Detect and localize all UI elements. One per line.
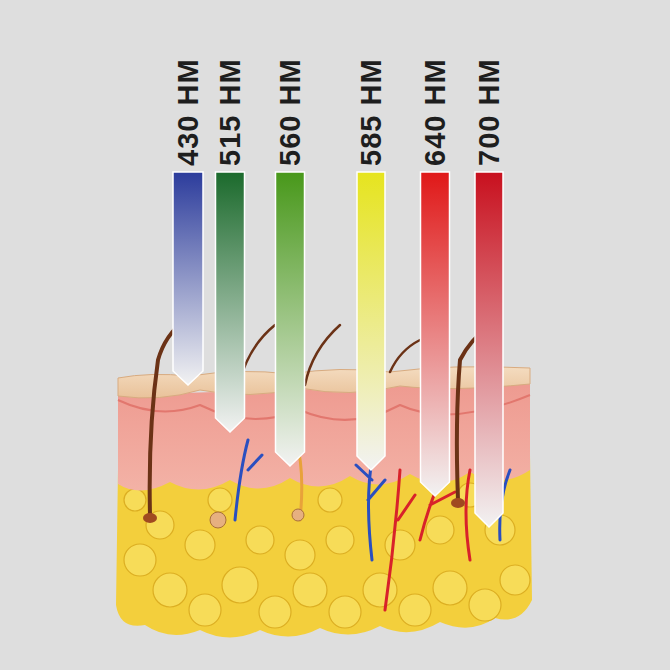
glands: [143, 498, 465, 528]
light-bar: [216, 172, 245, 432]
wavelength-label: 560 НМ: [276, 58, 305, 166]
wavelength-label: 515 НМ: [216, 58, 245, 166]
wavelength-label: 585 НМ: [357, 58, 386, 166]
light-bar: [475, 172, 503, 527]
light-bar: [276, 172, 305, 466]
wavelength-label: 430 НМ: [174, 58, 203, 166]
wavelength-label: 700 НМ: [475, 58, 504, 166]
light-bar: [421, 172, 450, 496]
light-bar: [173, 172, 203, 385]
wavelength-label: 640 НМ: [421, 58, 450, 166]
light-bar: [357, 172, 385, 470]
